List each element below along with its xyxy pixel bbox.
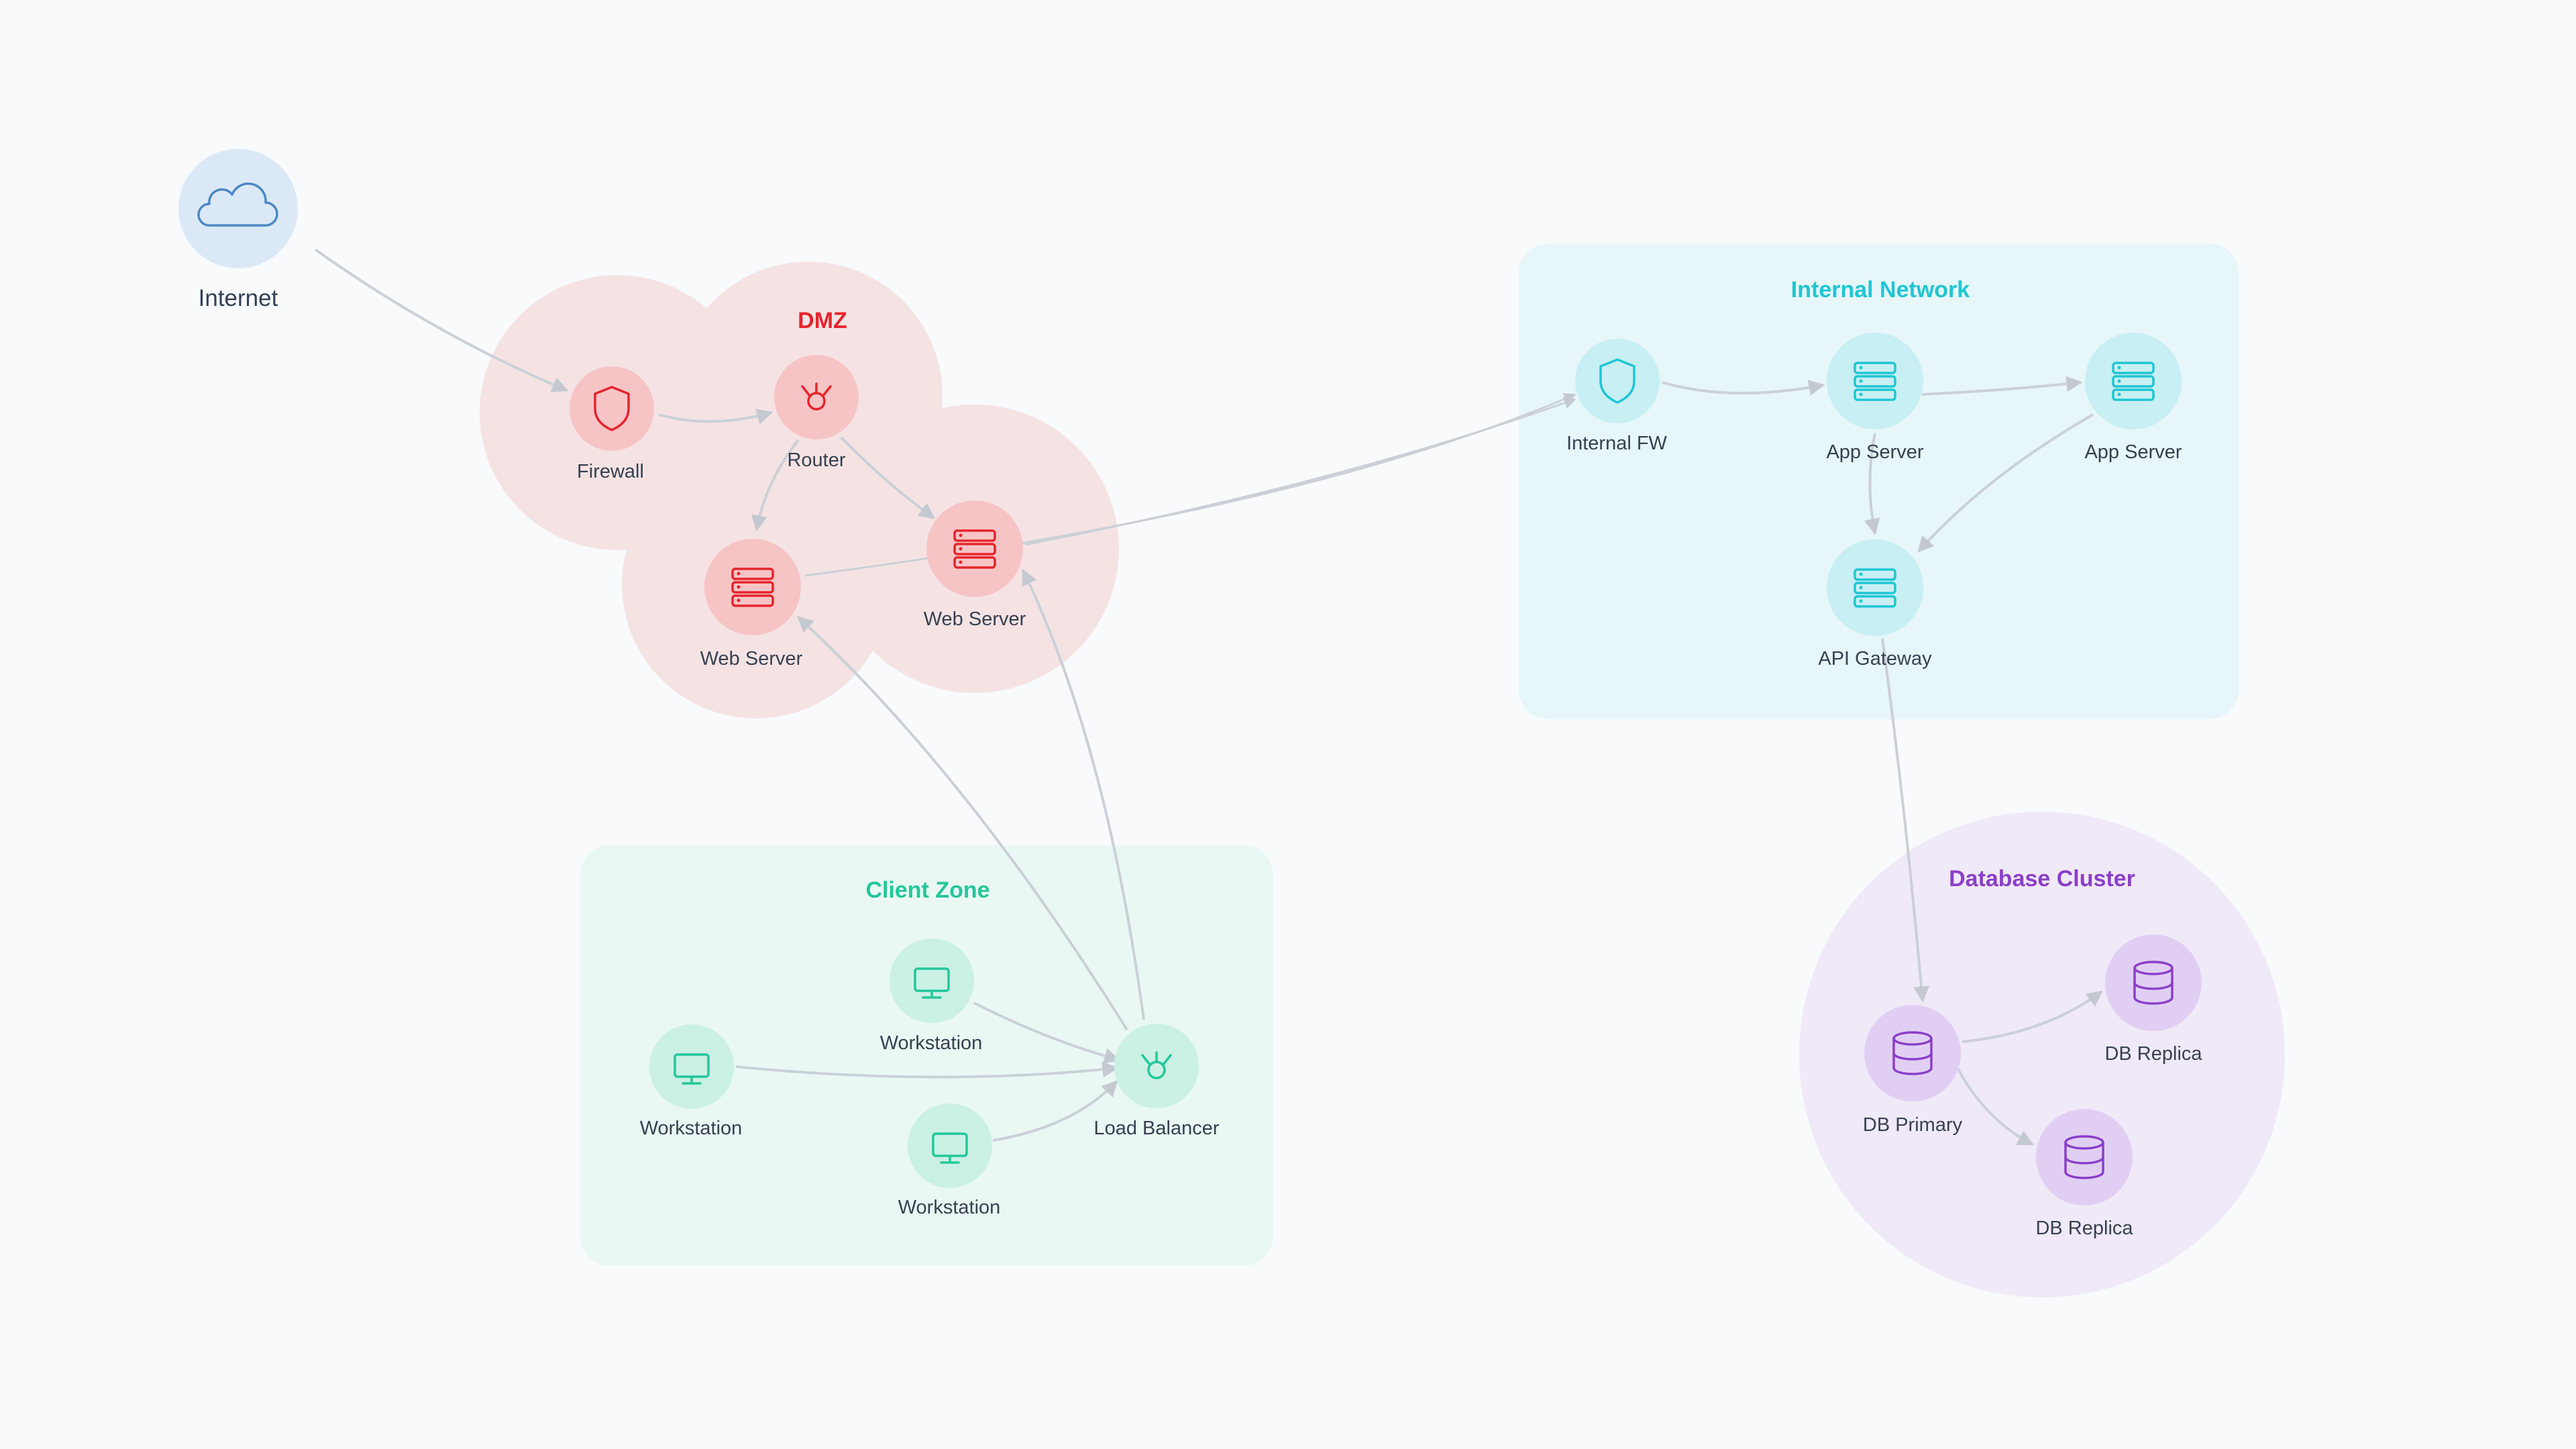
node-db-primary[interactable]: DB Primary <box>1863 1005 1963 1136</box>
edge-webserver2-internalfw <box>1024 397 1576 546</box>
edge-internet-firewall <box>314 248 569 392</box>
edge-appserver1-appserver2 <box>1921 376 2083 396</box>
server-icon <box>1854 568 1896 608</box>
node-api-gateway[interactable]: API Gateway <box>1818 539 1932 669</box>
node-web-server-1[interactable]: Web Server <box>700 539 803 669</box>
zone-client <box>580 845 1273 1266</box>
zone-title-client: Client Zone <box>865 877 989 903</box>
node-label-workstation-1: Workstation <box>640 1118 743 1139</box>
cloud-icon <box>197 182 278 227</box>
node-workstation-3[interactable]: Workstation <box>898 1104 1001 1218</box>
node-workstation-2[interactable]: Workstation <box>880 938 983 1054</box>
edge-router-webserver2 <box>840 436 935 519</box>
node-app-server-2[interactable]: App Server <box>2084 333 2182 463</box>
server-icon <box>2112 362 2155 401</box>
edge-workstation1-loadbalancer <box>735 1061 1119 1079</box>
server-icon <box>731 568 774 607</box>
monitor-icon <box>674 1053 710 1085</box>
monitor-icon <box>932 1132 968 1164</box>
node-workstation-1[interactable]: Workstation <box>640 1024 743 1139</box>
server-icon <box>1854 362 1896 401</box>
zone-title-database-cluster: Database Cluster <box>1949 866 2135 892</box>
edge-router-webserver1 <box>751 439 800 532</box>
server-icon <box>953 529 996 569</box>
edge-appserver2-apigateway <box>1917 413 2094 553</box>
node-web-server-2[interactable]: Web Server <box>924 500 1026 630</box>
edge-internalfw-appserver1 <box>1662 380 1825 396</box>
database-icon <box>2133 961 2174 1005</box>
database-icon <box>2064 1135 2104 1179</box>
node-label-web-server-1: Web Server <box>700 648 803 669</box>
node-app-server-1[interactable]: App Server <box>1826 333 1924 463</box>
node-db-replica-1[interactable]: DB Replica <box>2104 934 2202 1065</box>
node-label-firewall: Firewall <box>577 461 644 482</box>
node-label-app-server-2: App Server <box>2084 441 2182 463</box>
monitor-icon <box>914 967 950 999</box>
node-label-db-replica-1: DB Replica <box>2104 1043 2202 1065</box>
node-label-load-balancer: Load Balancer <box>1093 1118 1219 1139</box>
edge-firewall-router <box>658 409 773 425</box>
node-internal-fw[interactable]: Internal FW <box>1566 339 1668 454</box>
node-label-workstation-3: Workstation <box>898 1197 1001 1218</box>
node-label-web-server-2: Web Server <box>924 608 1026 630</box>
node-internet[interactable]: Internet <box>178 149 298 311</box>
router-icon <box>1141 1051 1172 1079</box>
node-label-router: Router <box>787 449 845 471</box>
edges <box>314 248 2103 1146</box>
node-label-db-primary: DB Primary <box>1863 1114 1963 1136</box>
shield-icon <box>594 386 630 431</box>
node-label-app-server-1: App Server <box>1826 441 1923 463</box>
database-icon <box>1892 1031 1933 1075</box>
edge-workstation2-loadbalancer <box>973 1002 1121 1064</box>
edge-dbprimary-dbreplica2 <box>1956 1067 2035 1146</box>
zone-title-internal-network: Internal Network <box>1791 277 1970 303</box>
edge-loadbalancer-webserver1 <box>797 616 1128 1031</box>
zone-database-cluster <box>1799 812 2285 1297</box>
node-firewall[interactable]: Firewall <box>570 366 654 482</box>
node-label-internet: Internet <box>199 285 278 311</box>
edge-dbprimary-dbreplica1 <box>1962 990 2103 1043</box>
edge-workstation3-loadbalancer <box>992 1080 1118 1142</box>
node-label-db-replica-2: DB Replica <box>2035 1218 2133 1239</box>
node-label-api-gateway: API Gateway <box>1818 648 1932 669</box>
edge-loadbalancer-webserver2 <box>1022 568 1145 1020</box>
node-label-workstation-2: Workstation <box>880 1032 983 1054</box>
node-router[interactable]: Router <box>774 355 859 471</box>
edge-appserver1-apigateway <box>1864 433 1880 535</box>
router-icon <box>801 382 832 411</box>
node-db-replica-2[interactable]: DB Replica <box>2035 1109 2133 1239</box>
zone-title-dmz: DMZ <box>798 308 847 333</box>
zone-internal-network <box>1519 244 2239 719</box>
shield-icon <box>1599 358 1635 404</box>
node-label-internal-fw: Internal FW <box>1566 433 1667 454</box>
edge-apigateway-dbprimary <box>1881 638 1930 1003</box>
node-load-balancer[interactable]: Load Balancer <box>1093 1024 1220 1139</box>
